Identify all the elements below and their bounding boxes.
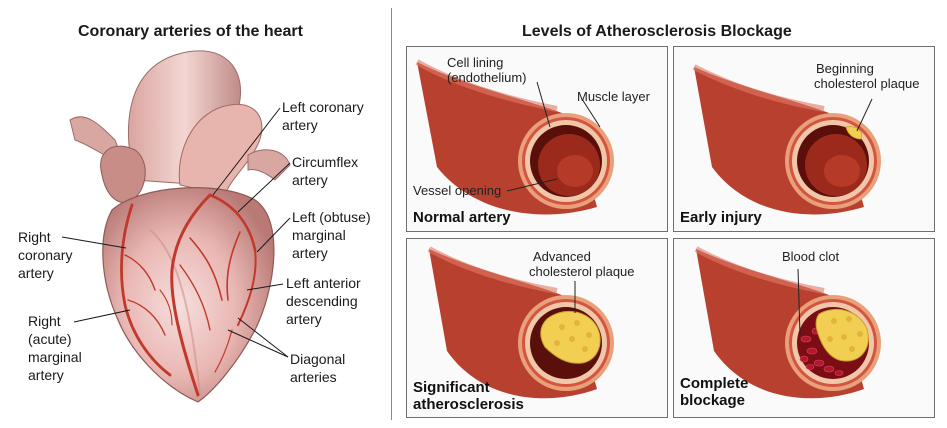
label-blood-clot: Blood clot <box>782 249 839 264</box>
atrium <box>101 146 146 202</box>
card-title-normal: Normal artery <box>413 209 511 226</box>
label-cell-lining: Cell lining(endothelium) <box>447 55 527 85</box>
card-title-early: Early injury <box>680 209 762 226</box>
label-muscle-layer: Muscle layer <box>577 89 650 104</box>
atherosclerosis-panel-title: Levels of Atherosclerosis Blockage <box>522 23 792 41</box>
label-vessel-opening: Vessel opening <box>413 183 501 198</box>
normal-artery-illustration <box>407 47 667 231</box>
vessel-branch <box>248 150 290 180</box>
atherosclerosis-panel: Levels of Atherosclerosis Blockage Cell … <box>392 0 947 428</box>
coronary-arteries-panel: Coronary arteries of the heart <box>0 0 390 428</box>
card-normal-artery: Cell lining(endothelium) Muscle layer Ve… <box>406 46 668 232</box>
